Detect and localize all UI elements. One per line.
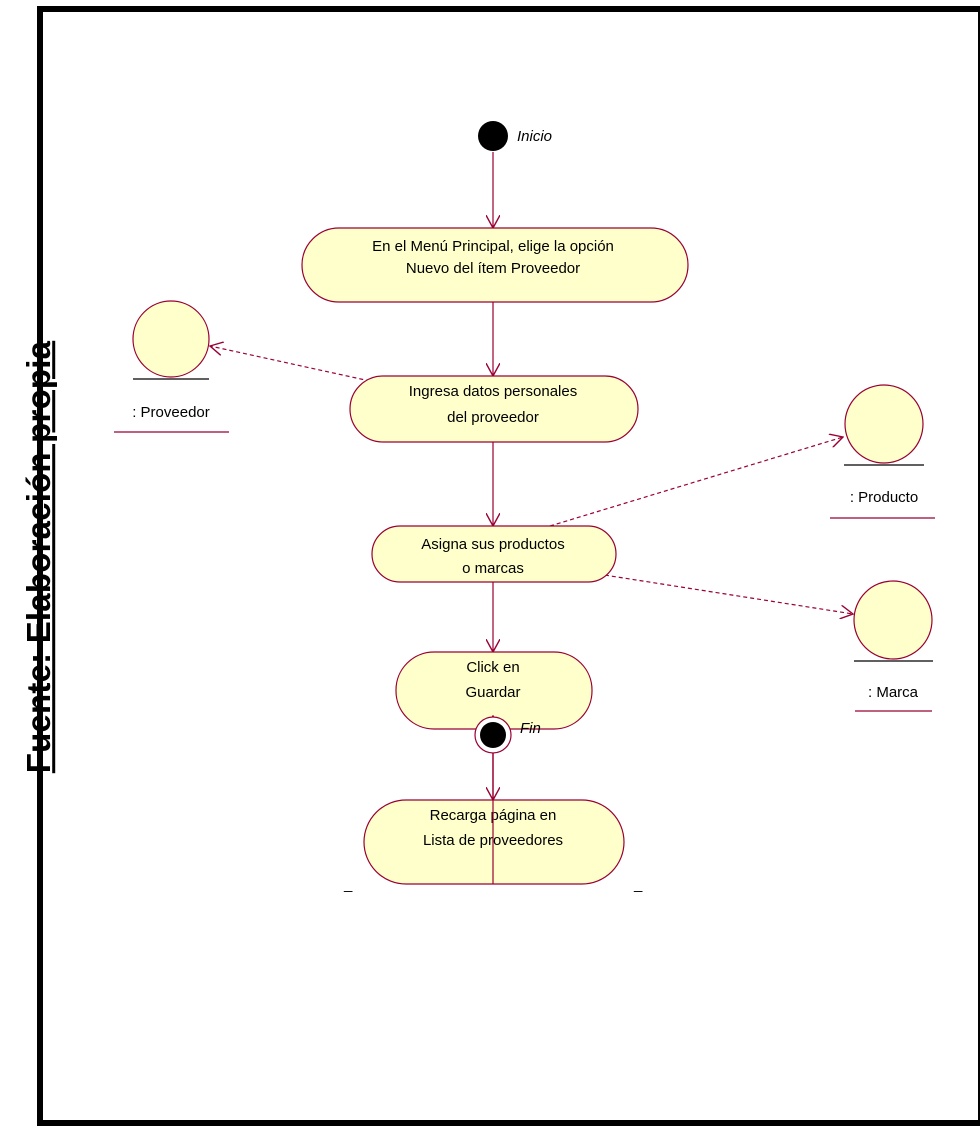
- activity-line: Ingresa datos personales: [409, 383, 577, 400]
- activity-line: Guardar: [465, 684, 520, 701]
- object-producto: : Producto: [830, 384, 935, 519]
- object-marca: : Marca: [853, 580, 933, 712]
- start-node-label: Inicio: [517, 128, 552, 145]
- end-node-dot: [480, 722, 506, 748]
- activity-line: del proveedor: [447, 409, 539, 426]
- activity-line: Click en: [466, 659, 519, 676]
- objflow-a3-to-producto: [549, 437, 843, 527]
- object-label: : Proveedor: [132, 404, 210, 421]
- entity-icon: [853, 580, 933, 660]
- start-node: Inicio: [478, 121, 552, 151]
- join-mark-left: _: [343, 876, 353, 893]
- object-label: : Producto: [850, 489, 918, 506]
- activity-line: Asigna sus productos: [421, 536, 564, 553]
- entity-icon: [844, 384, 924, 464]
- activity-line: En el Menú Principal, elige la opción: [372, 238, 614, 255]
- activity-a3: Asigna sus productos o marcas: [371, 525, 617, 583]
- activity-line: o marcas: [462, 560, 524, 577]
- activity-shape: [371, 525, 617, 583]
- activity-a5: Recarga página en Lista de proveedores: [363, 799, 625, 885]
- objflow-a2-to-proveedor: [210, 346, 371, 382]
- objflow-a3-to-marca: [597, 573, 853, 614]
- activity-shape: [301, 227, 689, 303]
- end-node-label: Fin: [520, 720, 541, 737]
- object-flows: [210, 346, 853, 614]
- join-mark-right: _: [633, 876, 643, 893]
- entity-icon: [132, 300, 210, 378]
- activity-line: Nuevo del ítem Proveedor: [406, 260, 580, 277]
- activity-shape: [363, 799, 625, 885]
- activity-a1: En el Menú Principal, elige la opción Nu…: [301, 227, 689, 303]
- start-node-dot: [478, 121, 508, 151]
- object-proveedor: : Proveedor: [114, 300, 229, 433]
- object-label: : Marca: [868, 684, 919, 701]
- activity-shape: [349, 375, 639, 443]
- activity-a2: Ingresa datos personales del proveedor: [349, 375, 639, 443]
- activity-a4: Click en Guardar: [395, 651, 593, 730]
- end-node-shape: [474, 716, 512, 754]
